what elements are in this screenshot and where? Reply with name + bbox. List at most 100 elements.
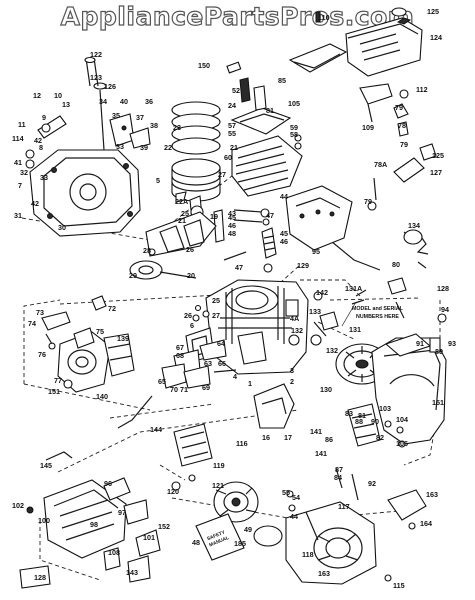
part-callout-93: 93 bbox=[448, 339, 456, 348]
part-callout-118: 118 bbox=[302, 550, 314, 559]
part-callout-58: 58 bbox=[290, 130, 298, 139]
piston-assembly bbox=[171, 101, 221, 241]
part-callout-163: 163 bbox=[318, 569, 330, 578]
carburetor bbox=[41, 295, 135, 393]
part-callout-121: 121 bbox=[212, 481, 224, 490]
part-callout-40: 40 bbox=[120, 97, 128, 106]
part-callout-79: 79 bbox=[395, 103, 403, 112]
part-callout-130: 130 bbox=[320, 385, 332, 394]
part-callout-152: 152 bbox=[158, 522, 170, 531]
starter-assembly bbox=[213, 481, 427, 585]
part-callout-94: 94 bbox=[441, 305, 449, 314]
gaskets bbox=[161, 304, 227, 389]
part-callout-127: 127 bbox=[430, 168, 442, 177]
part-callout-73: 73 bbox=[36, 308, 44, 317]
part-callout-124: 124 bbox=[430, 33, 442, 42]
part-callout-8: 8 bbox=[39, 143, 43, 152]
part-callout-128: 128 bbox=[437, 284, 449, 293]
part-callout-2: 2 bbox=[290, 377, 294, 386]
part-callout-3: 3 bbox=[290, 366, 294, 375]
part-callout-44: 44 bbox=[280, 192, 288, 201]
part-callout-49: 49 bbox=[244, 525, 252, 534]
part-callout-44: 44 bbox=[290, 512, 298, 521]
part-callout-67: 67 bbox=[176, 343, 184, 352]
part-callout-64: 64 bbox=[217, 339, 225, 348]
part-callout-85: 85 bbox=[278, 76, 286, 85]
part-callout-26: 26 bbox=[186, 245, 194, 254]
part-callout-106: 106 bbox=[396, 439, 408, 448]
muffler bbox=[19, 451, 161, 589]
part-callout-16: 16 bbox=[262, 433, 270, 442]
part-callout-6: 6 bbox=[190, 321, 194, 330]
part-callout-43: 43 bbox=[228, 209, 236, 218]
part-callout-101: 101 bbox=[143, 533, 155, 542]
part-callout-32: 32 bbox=[20, 168, 28, 177]
part-callout-11: 11 bbox=[18, 120, 26, 129]
part-callout-150: 150 bbox=[198, 61, 210, 70]
part-callout-77: 77 bbox=[54, 376, 62, 385]
part-callout-119: 119 bbox=[213, 461, 225, 470]
part-callout-69: 69 bbox=[202, 383, 210, 392]
part-callout-46: 46 bbox=[280, 237, 288, 246]
crankshaft bbox=[129, 211, 217, 280]
part-callout-47: 47 bbox=[235, 263, 243, 272]
part-callout-24: 24 bbox=[228, 101, 236, 110]
part-callout-22: 22 bbox=[164, 143, 172, 152]
part-callout-145: 145 bbox=[40, 461, 52, 470]
part-callout-48: 48 bbox=[192, 538, 200, 547]
part-callout-47: 47 bbox=[266, 211, 274, 220]
part-callout-25: 25 bbox=[181, 209, 189, 218]
part-callout-26: 26 bbox=[184, 311, 192, 320]
part-callout-112: 112 bbox=[416, 85, 428, 94]
part-callout-82: 82 bbox=[376, 433, 384, 442]
part-callout-132: 132 bbox=[291, 326, 303, 335]
part-callout-41: 41 bbox=[14, 158, 22, 167]
part-callout-25: 25 bbox=[212, 296, 220, 305]
part-callout-78: 78 bbox=[398, 121, 406, 130]
part-callout-54: 54 bbox=[292, 493, 300, 502]
part-callout-151: 151 bbox=[432, 398, 444, 407]
part-callout-89: 89 bbox=[435, 347, 443, 356]
part-callout-92: 92 bbox=[368, 479, 376, 488]
part-callout-4: 4 bbox=[233, 372, 237, 381]
part-callout-103: 103 bbox=[379, 404, 391, 413]
part-callout-20: 20 bbox=[187, 271, 195, 280]
part-callout-79: 79 bbox=[400, 140, 408, 149]
blower-housing bbox=[371, 313, 447, 445]
part-callout-68: 68 bbox=[176, 351, 184, 360]
part-callout-100: 100 bbox=[38, 516, 50, 525]
part-callout-30: 30 bbox=[58, 223, 66, 232]
part-callout-120: 120 bbox=[167, 487, 179, 496]
part-callout-97: 97 bbox=[118, 508, 126, 517]
part-callout-185: 185 bbox=[234, 539, 246, 548]
part-callout-84: 84 bbox=[334, 473, 342, 482]
part-callout-141: 141 bbox=[310, 427, 322, 436]
head-and-valve-parts bbox=[213, 77, 303, 273]
part-callout-81: 81 bbox=[266, 106, 274, 115]
part-callout-4A: 4A bbox=[290, 314, 299, 323]
fuel-tank-parts bbox=[171, 423, 213, 491]
part-callout-134: 134 bbox=[408, 221, 420, 230]
part-callout-108: 108 bbox=[108, 548, 120, 557]
part-callout-116: 116 bbox=[236, 439, 248, 448]
part-callout-98: 98 bbox=[90, 520, 98, 529]
part-callout-129: 129 bbox=[297, 261, 309, 270]
model-note-line-1: MODEL and SERIAL bbox=[352, 306, 404, 312]
safety-manual: SAFETY MANUAL bbox=[195, 513, 245, 561]
part-callout-28: 28 bbox=[143, 246, 151, 255]
part-callout-141: 141 bbox=[315, 449, 327, 458]
part-callout-96: 96 bbox=[104, 479, 112, 488]
part-callout-59: 59 bbox=[290, 123, 298, 132]
part-callout-37: 37 bbox=[136, 113, 144, 122]
part-callout-79: 79 bbox=[364, 197, 372, 206]
part-callout-45: 45 bbox=[280, 229, 288, 238]
part-callout-21: 21 bbox=[178, 216, 186, 225]
part-callout-46: 46 bbox=[228, 221, 236, 230]
part-callout-10: 10 bbox=[54, 91, 62, 100]
part-callout-33: 33 bbox=[116, 142, 124, 151]
ignition-parts bbox=[335, 403, 406, 501]
part-callout-104: 104 bbox=[396, 415, 408, 424]
part-callout-86: 86 bbox=[325, 435, 333, 444]
part-callout-5: 5 bbox=[156, 176, 160, 185]
